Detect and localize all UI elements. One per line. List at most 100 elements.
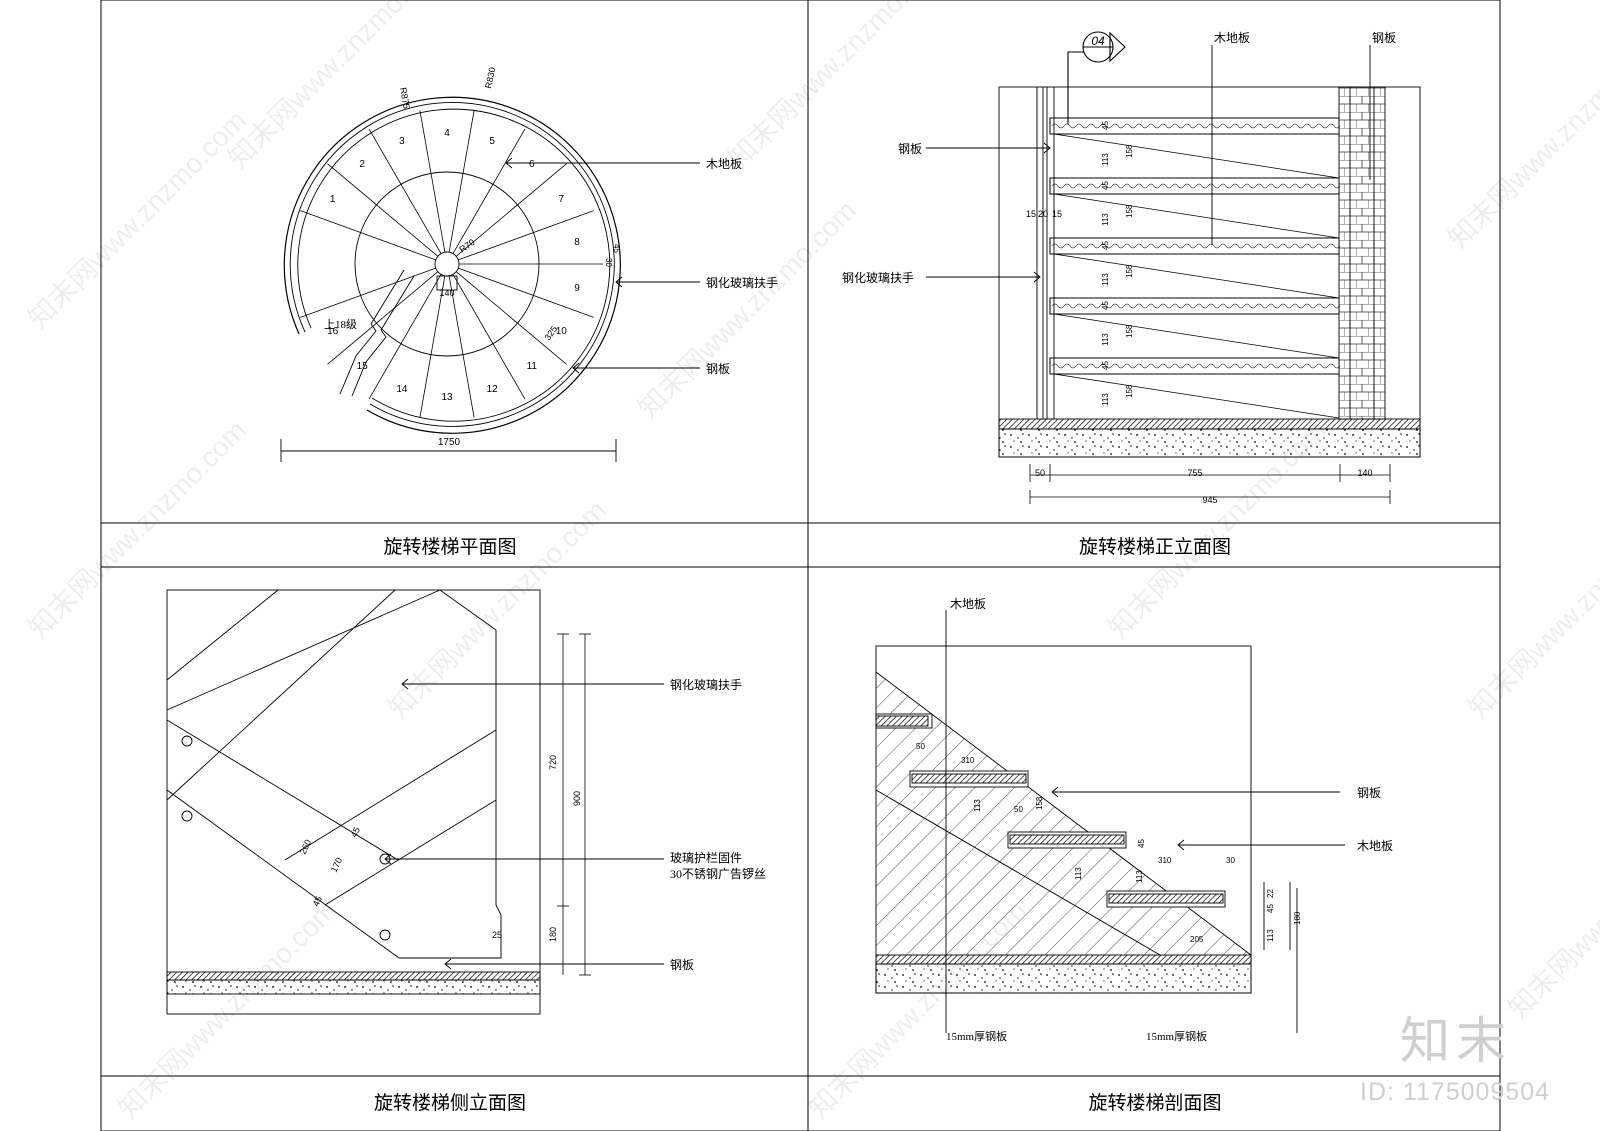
side-dimensions	[557, 633, 591, 976]
plan-dimension	[280, 439, 617, 462]
section-dim-180: 180	[1293, 911, 1302, 925]
front-tread-grain	[1051, 183, 1341, 189]
front-drawing	[998, 86, 1421, 458]
plan-label-steel-plate: 钢板	[706, 362, 730, 376]
side-dim-25: 25	[492, 930, 502, 940]
section-dim-113d: 113	[1266, 929, 1275, 942]
section-dim-158: 158	[1035, 796, 1044, 810]
front-callout	[1067, 31, 1126, 124]
watermark-tile: 知末网www.znzmo.com	[1462, 494, 1600, 724]
plan-tread-line	[368, 274, 442, 400]
front-dim-113: 113	[1101, 333, 1110, 346]
front-dim-945: 945	[1202, 495, 1217, 505]
plan-tread-line	[458, 210, 594, 261]
watermark-tile: 知末网www.znzmo.com	[1502, 794, 1600, 1024]
plan-dim-140: 140	[439, 288, 454, 298]
plan-leaders	[505, 157, 700, 374]
front-tread-edge	[1053, 253, 1340, 299]
section-label-steel-plate: 钢板	[1357, 786, 1381, 800]
plan-tread-line	[300, 267, 436, 318]
front-label-wood-floor: 木地板	[1214, 31, 1250, 45]
section-dim-45b: 45	[1266, 904, 1275, 913]
front-tread-edge	[1053, 373, 1340, 419]
plan-dim-r830: R830	[483, 66, 497, 89]
side-dim-170: 170	[329, 856, 344, 874]
front-dim-45: 45	[1101, 181, 1110, 190]
plan-label-wood-floor: 木地板	[706, 157, 742, 171]
front-dim-20: 20	[1038, 209, 1048, 219]
plan-label-glass-handrail: 钢化玻璃扶手	[706, 275, 778, 290]
front-dim-45: 45	[1101, 121, 1110, 130]
section-dim-310a: 310	[961, 756, 975, 765]
watermark-tile: 知末网www.znzmo.com	[22, 414, 252, 644]
section-dim-113b: 113	[1074, 867, 1083, 880]
front-leaders	[926, 45, 1371, 283]
front-dim-50: 50	[1035, 468, 1045, 478]
plan-tread-line	[300, 210, 436, 261]
side-dim-180: 180	[548, 927, 558, 942]
plan-step-number: 6	[529, 159, 535, 170]
plan-step-number: 16	[327, 326, 339, 337]
front-label-steel-plate-right: 钢板	[1372, 31, 1396, 45]
front-title: 旋转楼梯正立面图	[1078, 537, 1231, 558]
watermark-tile: 知末网www.znzmo.com	[632, 194, 862, 424]
plan-tread-line	[452, 274, 526, 400]
side-dim-900: 900	[572, 791, 582, 806]
plan-tread-lines	[300, 110, 603, 418]
front-dim-113: 113	[1101, 273, 1110, 286]
front-dim-158: 158	[1125, 144, 1134, 158]
front-dim-113: 113	[1101, 213, 1110, 226]
side-dim-45b: 45	[311, 895, 324, 908]
front-dimensions	[1029, 464, 1391, 504]
plan-tread-line	[458, 267, 594, 318]
plan-step-number: 4	[444, 128, 450, 139]
plan-dim-width: 1750	[438, 437, 461, 448]
plan-step-number: 2	[359, 159, 365, 170]
plan-tread-line	[327, 163, 439, 257]
side-dim-720: 720	[548, 755, 558, 770]
front-tread	[1049, 357, 1340, 375]
plan-step-number: 10	[556, 326, 568, 337]
plan-tread-line	[452, 128, 526, 254]
plan-step-number: 9	[574, 283, 580, 294]
section-dim-310b: 310	[1158, 856, 1172, 865]
front-tread-grain	[1051, 363, 1341, 369]
plan-tread-line	[419, 110, 446, 253]
front-dim-158: 158	[1125, 384, 1134, 398]
plan-step-number: 3	[399, 136, 405, 147]
front-dim-45: 45	[1101, 301, 1110, 310]
front-tread-grain	[1051, 243, 1341, 249]
side-leaders	[384, 678, 664, 970]
side-label-fixing-2: 30不锈钢广告锣丝	[670, 867, 766, 881]
plan-step-number: 13	[441, 392, 453, 403]
plan-step-number: 12	[487, 384, 499, 395]
plan-step-number: 11	[527, 361, 538, 372]
side-label-glass-handrail: 钢化玻璃扶手	[670, 677, 742, 692]
plan-dim-45: 45	[612, 244, 621, 253]
plan-tread-line	[448, 275, 475, 418]
plan-step-number: 7	[559, 194, 565, 205]
watermark-tile: 知末网www.znzmo.com	[1442, 24, 1600, 254]
front-tread	[1049, 237, 1340, 255]
section-dim-50a: 50	[916, 742, 925, 751]
front-dim-113: 113	[1101, 153, 1110, 166]
plan-tread-line	[368, 128, 442, 254]
sheet-frame	[100, 0, 1501, 1131]
section-dim-50b: 50	[1014, 805, 1023, 814]
side-drawing	[166, 589, 541, 1015]
plan-dim-r875: R875	[398, 87, 412, 110]
front-dim-755: 755	[1187, 468, 1202, 478]
section-dim-205: 205	[1190, 935, 1204, 944]
front-tread-grain	[1051, 123, 1341, 129]
section-drawing	[875, 645, 1252, 994]
section-dim-45: 45	[1137, 839, 1146, 848]
section-dim-113c: 113	[1135, 870, 1144, 883]
front-dim-45: 45	[1101, 361, 1110, 370]
section-dim-113a: 113	[973, 799, 982, 812]
front-dim-140: 140	[1357, 468, 1372, 478]
front-dim-158: 158	[1125, 324, 1134, 338]
plan-tread-line	[419, 275, 446, 418]
